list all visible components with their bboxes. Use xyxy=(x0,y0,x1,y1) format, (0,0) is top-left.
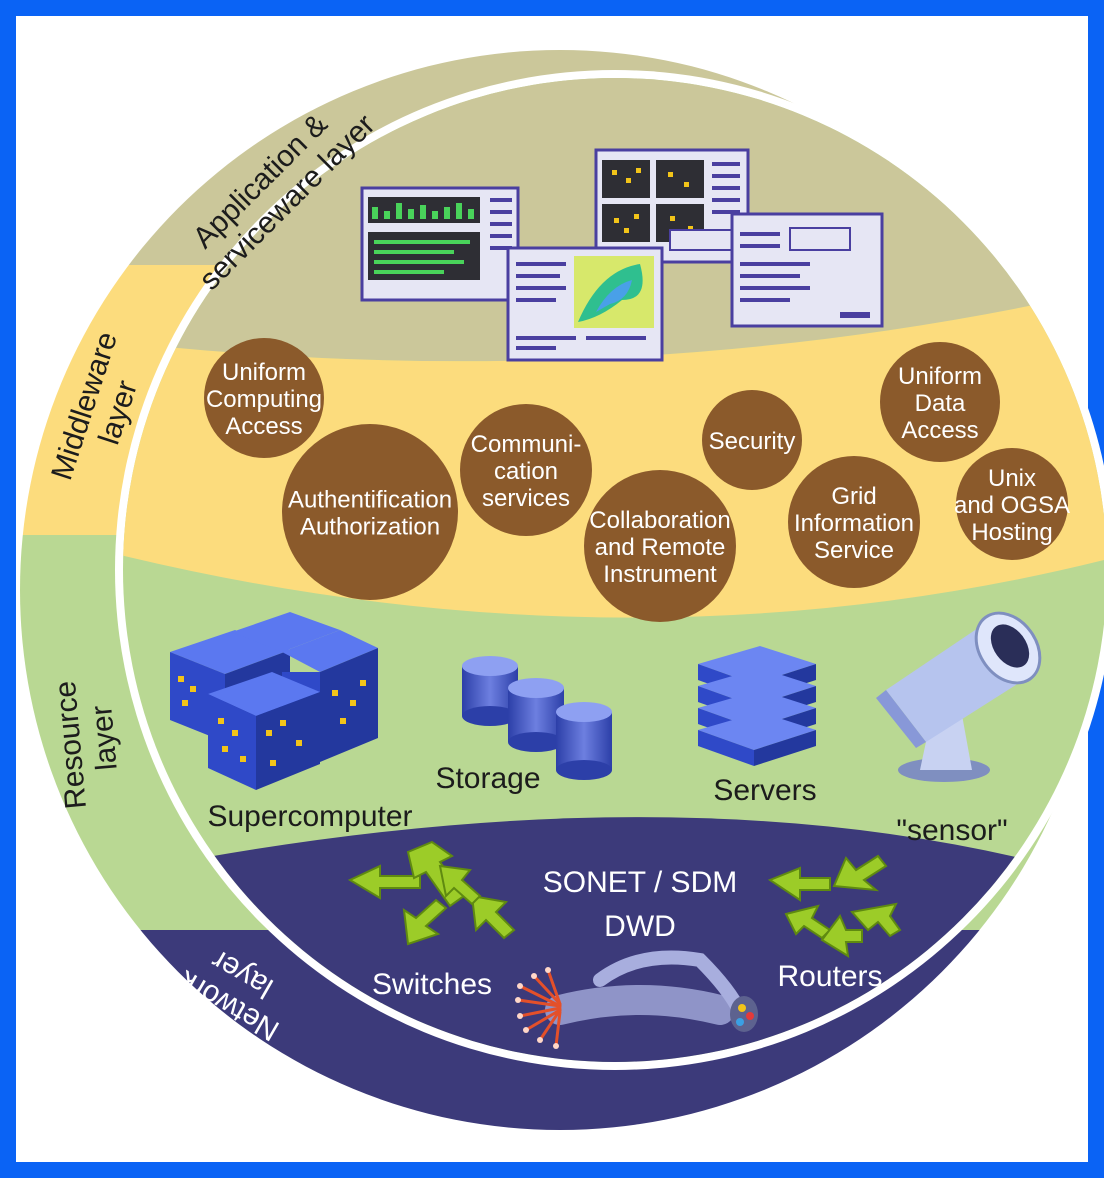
service-bubble-circle xyxy=(460,404,592,536)
fiber-label-line1: SONET / SDM xyxy=(543,866,737,899)
service-bubble-text: Unix xyxy=(988,465,1036,492)
service-bubble-text: Grid xyxy=(831,483,876,510)
service-bubble-text: Access xyxy=(225,413,302,440)
service-bubble-circle xyxy=(584,470,736,622)
service-bubble-text: Communi- xyxy=(471,431,582,458)
service-bubble-text: Uniform xyxy=(222,359,306,386)
service-bubble-text: Service xyxy=(814,537,894,564)
service-bubble-text: Data xyxy=(915,390,966,417)
service-bubble-text: and OGSA xyxy=(954,492,1070,519)
switches-label: Switches xyxy=(372,968,492,1001)
service-bubble-text: Security xyxy=(709,428,796,455)
service-bubble-security: Security xyxy=(702,390,802,490)
supercomputer-icon xyxy=(170,612,378,790)
servers-label: Servers xyxy=(713,774,816,807)
servers-icon xyxy=(698,646,816,766)
service-bubble-text: cation xyxy=(494,458,558,485)
routers-label: Routers xyxy=(777,960,882,993)
service-bubble-circle xyxy=(956,448,1068,560)
map-window-icon xyxy=(506,246,664,362)
sensor-telescope-icon xyxy=(876,611,1042,782)
fiber-optic-cable-icon xyxy=(515,950,758,1049)
service-bubble-text: and Remote xyxy=(595,534,726,561)
application-windows xyxy=(360,148,884,362)
service-bubble-text: services xyxy=(482,485,570,512)
service-bubble-circle xyxy=(282,424,458,600)
service-bubble-text: Authorization xyxy=(300,514,440,541)
sensor-label: "sensor" xyxy=(896,814,1007,847)
monitor-window-icon xyxy=(360,186,520,302)
routers-arrows-icon xyxy=(767,854,902,958)
supercomputer-label: Supercomputer xyxy=(207,800,412,833)
switches-arrows-icon xyxy=(347,840,516,946)
storage-icon xyxy=(462,656,612,780)
document-window-icon xyxy=(730,212,884,328)
service-bubble-text: Hosting xyxy=(971,519,1052,546)
service-bubble-text: Instrument xyxy=(603,561,717,588)
service-bubble-circle xyxy=(204,338,324,458)
service-bubble-text: Access xyxy=(901,417,978,444)
middleware-services: UniformComputingAccessAuthentificationAu… xyxy=(204,338,1070,622)
service-bubble-text: Authentification xyxy=(288,487,452,514)
fiber-label-line2: DWD xyxy=(604,910,676,943)
storage-label: Storage xyxy=(435,762,540,795)
service-bubble-text: Collaboration xyxy=(589,507,730,534)
service-bubble-circle xyxy=(702,390,802,490)
service-bubble-text: Computing xyxy=(206,386,322,413)
service-bubble-text: Information xyxy=(794,510,914,537)
resource-layer-label: Resource layer xyxy=(48,668,127,810)
service-bubble-text: Uniform xyxy=(898,363,982,390)
constellation-window-icon xyxy=(594,148,750,264)
service-bubble-circle xyxy=(788,456,920,588)
service-bubble-circle xyxy=(880,342,1000,462)
